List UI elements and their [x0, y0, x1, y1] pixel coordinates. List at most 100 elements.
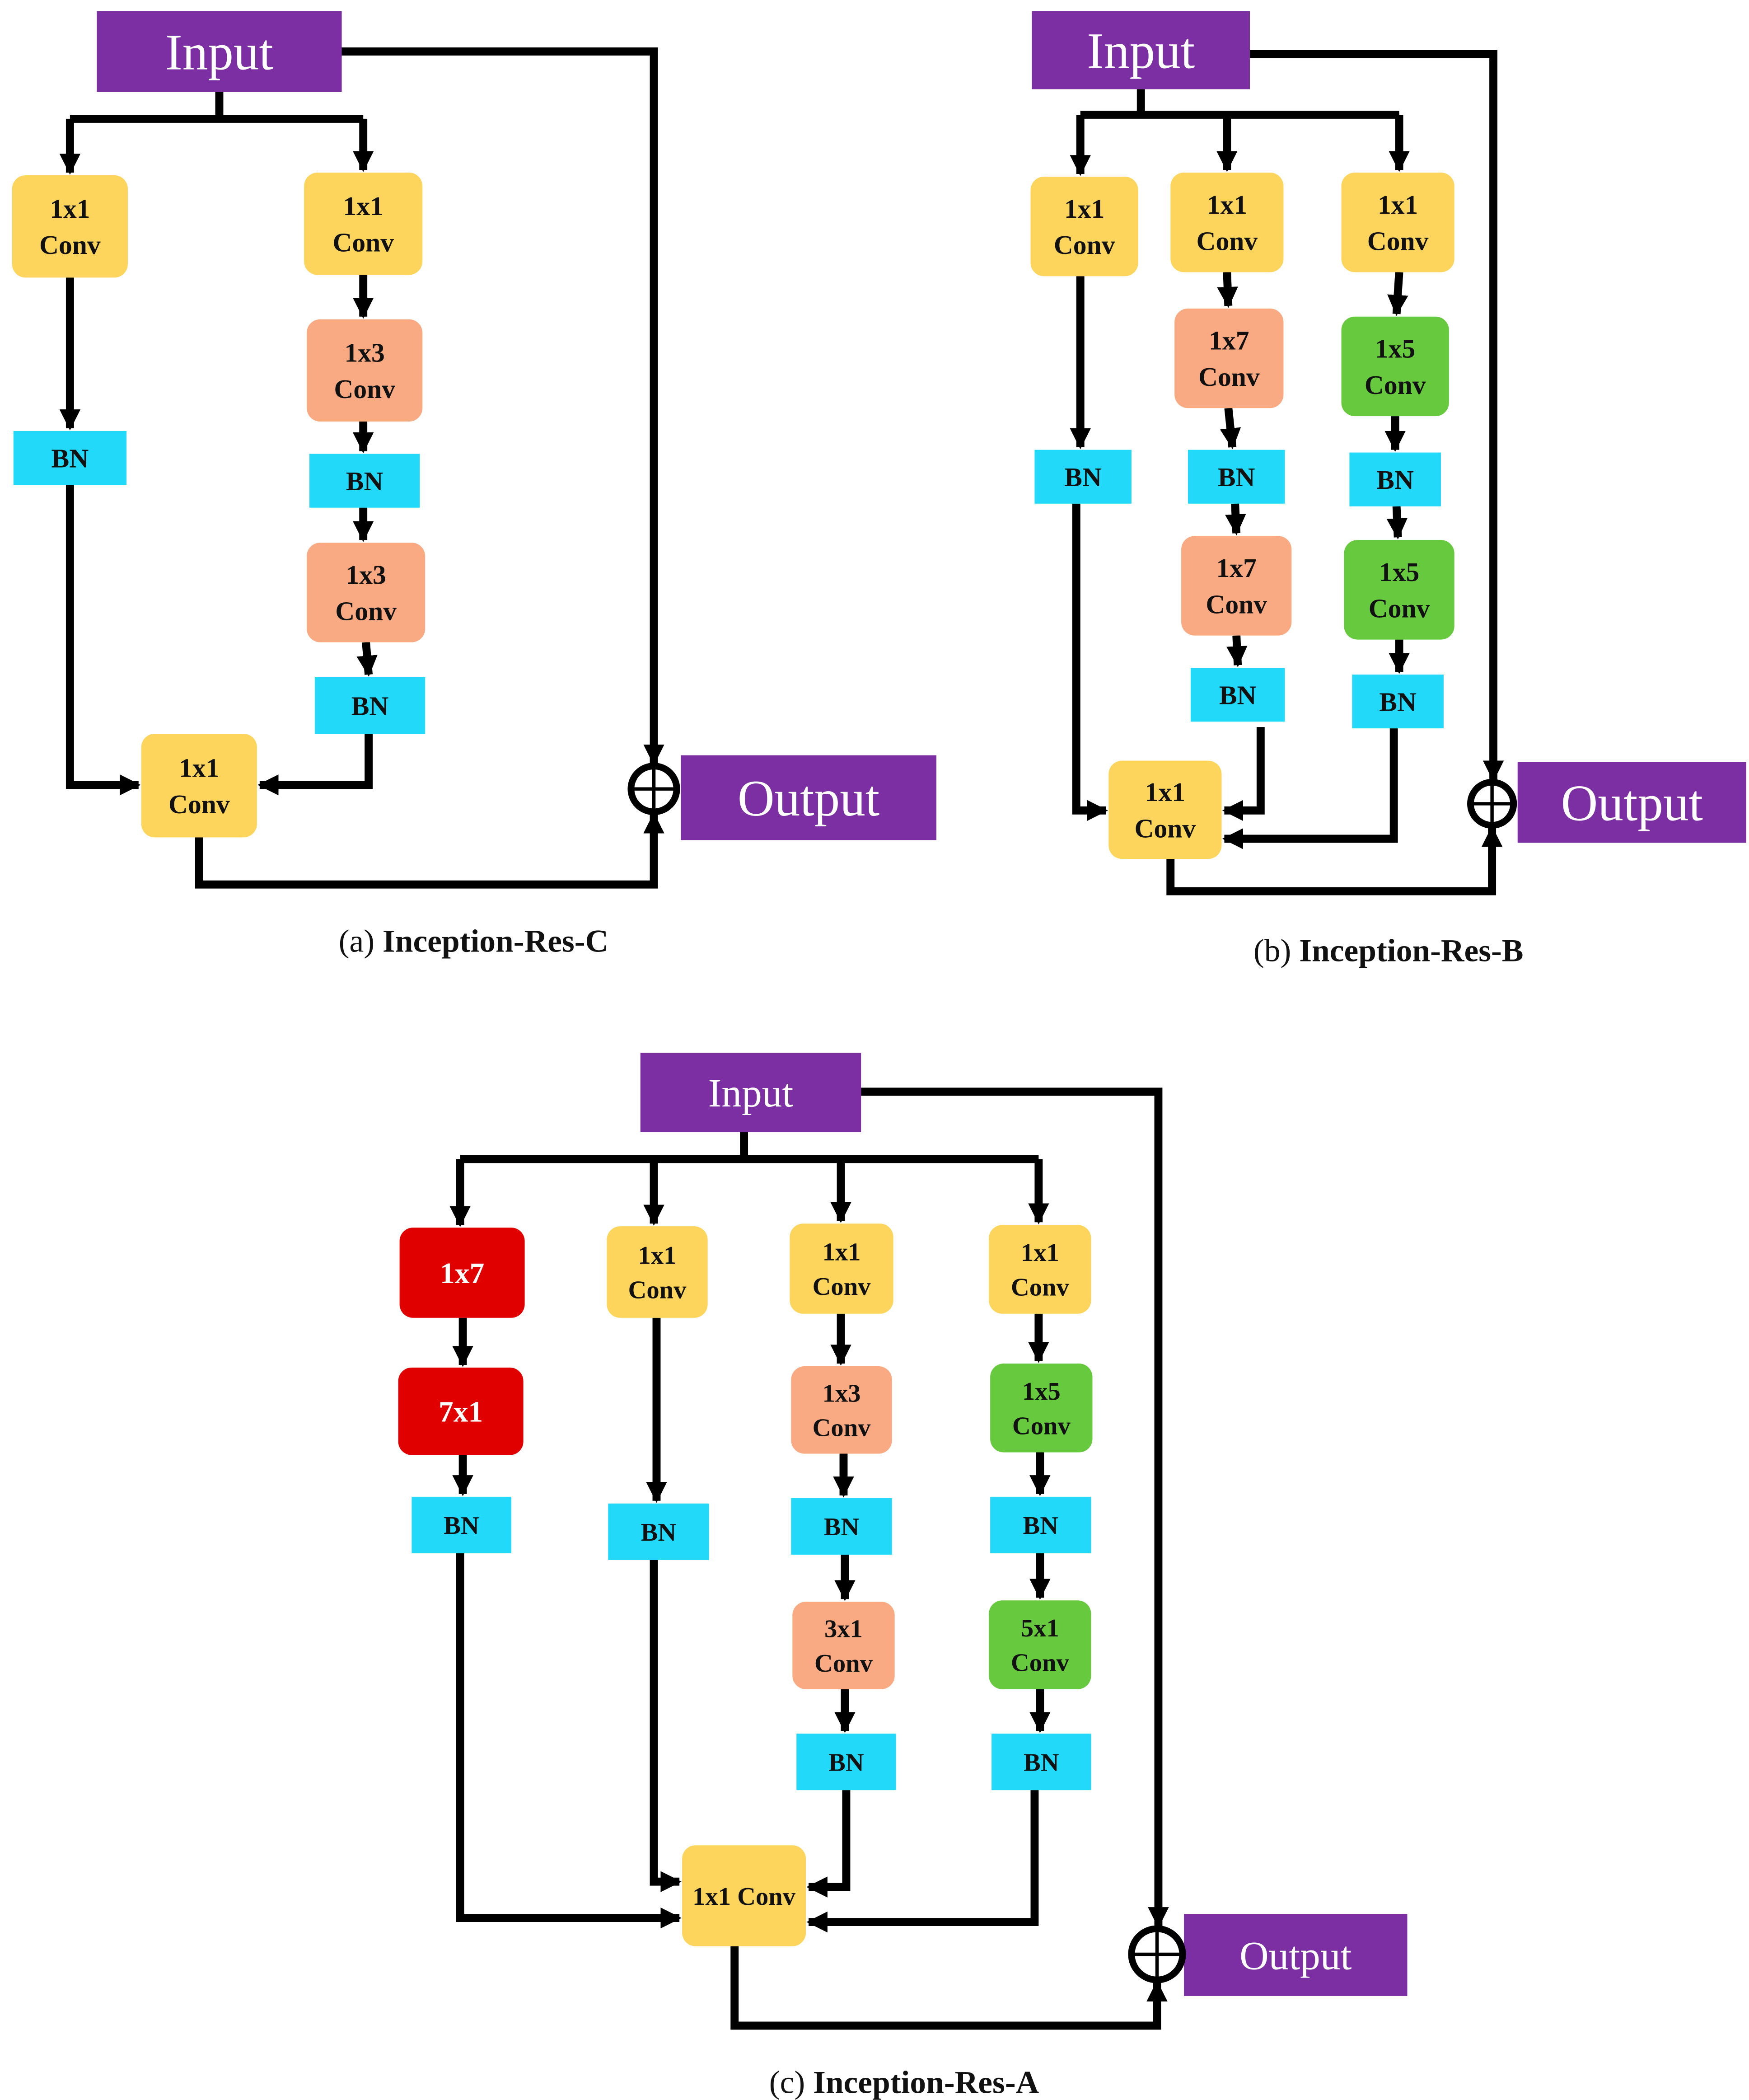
a-b1-bn-label: BN [444, 1512, 479, 1540]
c-input-box: Input [97, 11, 342, 92]
a-b3-conv1-label-1: 1x1 [823, 1238, 861, 1266]
b-caption-prefix: (b) [1253, 933, 1299, 968]
connector-arrow [1217, 272, 1238, 308]
b-b2-bn1: BN [1188, 450, 1285, 504]
a-b3-bn2: BN [796, 1734, 896, 1791]
b-output-box: Output [1517, 762, 1747, 843]
connector-arrow [1387, 272, 1408, 316]
a-input-box: Input [640, 1052, 861, 1132]
c-b1-bn: BN [13, 431, 126, 485]
c-b2-conv3-label-2: Conv [335, 596, 397, 626]
connector-arrow [1249, 50, 1504, 782]
a-input-box-label: Input [708, 1071, 794, 1116]
a-b4-conv2-label-2: Conv [1012, 1412, 1071, 1440]
c-b2-bn1-label: BN [346, 466, 383, 496]
add-icon [627, 763, 680, 816]
connector-arrow [1225, 503, 1246, 535]
a-b4-bn1-label: BN [1023, 1512, 1059, 1540]
b-b1-bn: BN [1034, 450, 1132, 504]
connector-arrow [1386, 506, 1408, 539]
connector-arrow [650, 1560, 682, 1892]
c-merge-conv-label-1: 1x1 [179, 753, 219, 783]
c-caption-title: Inception-Res-C [383, 923, 608, 959]
b-b2-bn2-label: BN [1219, 680, 1257, 710]
a-b3-conv2-label-1: 1x3 [823, 1379, 861, 1407]
connector-arrow [1220, 408, 1241, 450]
a-caption-title: Inception-Res-A [813, 2064, 1039, 2100]
a-b2-bn: BN [608, 1503, 709, 1560]
b-b2-conv3-label-1: 1x7 [1216, 553, 1257, 583]
b-b3-bn1-label: BN [1376, 465, 1414, 495]
connector-arrow [1222, 728, 1398, 849]
connector-arrow [341, 47, 664, 766]
a-b3-conv3-label-1: 3x1 [824, 1615, 863, 1643]
a-b4-bn1: BN [990, 1496, 1091, 1553]
a-b1-conv1-label: 1x7 [440, 1257, 484, 1290]
connector-arrow [1226, 635, 1248, 667]
connector-arrow [195, 812, 664, 889]
a-b3-bn1: BN [791, 1498, 892, 1555]
a-b3-conv1-label-2: Conv [813, 1273, 871, 1301]
a-b3-bn2-label: BN [828, 1748, 864, 1777]
a-b1-conv2-label: 7x1 [439, 1396, 483, 1429]
a-b1-bn: BN [412, 1496, 511, 1553]
b-b2-bn1-label: BN [1218, 462, 1255, 492]
connector-arrow [806, 1790, 851, 1898]
b-caption: (b) Inception-Res-B [1253, 933, 1524, 968]
b-b2-conv1-label-2: Conv [1197, 226, 1258, 256]
c-b2-conv2-label-2: Conv [334, 374, 395, 404]
b-b2-conv1-label-1: 1x1 [1207, 190, 1247, 220]
a-b4-bn2: BN [991, 1734, 1091, 1791]
c-b1-conv-label-1: 1x1 [50, 194, 90, 224]
a-b2-conv-label-1: 1x1 [638, 1242, 677, 1270]
c-output-box-label: Output [738, 770, 879, 827]
a-caption: (c) Inception-Res-A [769, 2064, 1039, 2100]
b-b1-conv-label-1: 1x1 [1064, 194, 1104, 224]
a-b4-bn2-label: BN [1024, 1748, 1059, 1777]
a-merge-conv-label: 1x1 Conv [692, 1883, 796, 1911]
c-merge-conv-label-2: Conv [168, 789, 230, 819]
a-b3-conv3-label-2: Conv [814, 1650, 873, 1678]
a-b4-conv1-label-2: Conv [1011, 1273, 1070, 1301]
a-merge-conv: 1x1 Conv [682, 1845, 806, 1946]
connector-arrow [730, 1946, 1168, 2030]
connector-arrow [1222, 727, 1265, 821]
b-b2-conv2-label-2: Conv [1198, 362, 1260, 392]
b-b3-conv2-label-1: 1x5 [1375, 334, 1415, 364]
b-b1-bn-label: BN [1064, 462, 1102, 492]
c-b2-bn2-label: BN [351, 691, 389, 721]
connector-arrow [1166, 825, 1503, 895]
a-b4-conv3-label-2: Conv [1011, 1649, 1070, 1677]
a-b3-conv2-label-2: Conv [813, 1414, 871, 1442]
connector-arrow [806, 1790, 1039, 1933]
b-b3-conv1-label-1: 1x1 [1378, 190, 1418, 220]
b-input-box: Input [1032, 11, 1250, 89]
b-b3-conv1-label-2: Conv [1367, 226, 1429, 256]
c-output-box: Output [681, 755, 937, 840]
connector-arrow [456, 1553, 682, 1929]
b-merge-conv-label-1: 1x1 [1145, 777, 1185, 807]
b-b3-bn1: BN [1349, 452, 1441, 506]
b-b2-bn2: BN [1190, 668, 1285, 722]
a-b1-conv1: 1x7 [399, 1228, 525, 1318]
add-icon [1467, 778, 1517, 829]
a-b2-conv-label-2: Conv [628, 1276, 687, 1304]
c-b2-bn2: BN [314, 677, 426, 734]
a-b4-conv2-label-1: 1x5 [1022, 1378, 1061, 1406]
b-b1-conv-label-2: Conv [1054, 230, 1115, 260]
c-caption: (a) Inception-Res-C [339, 923, 608, 959]
b-merge-conv-label-2: Conv [1135, 813, 1196, 843]
b-b3-conv3-label-2: Conv [1369, 593, 1430, 623]
